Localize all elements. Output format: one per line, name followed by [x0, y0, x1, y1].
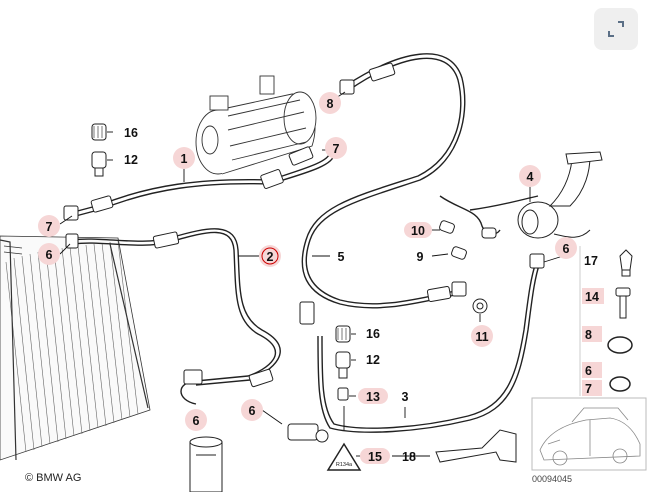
callout-7-top[interactable]: 7 — [325, 137, 347, 159]
valve-core-icon — [619, 249, 633, 277]
svg-text:10: 10 — [411, 224, 425, 238]
svg-text:9: 9 — [417, 250, 424, 264]
callout-11[interactable]: 11 — [471, 325, 493, 347]
callout-12-middle[interactable]: 12 — [366, 353, 380, 367]
callout-9[interactable]: 9 — [417, 250, 424, 264]
svg-text:2: 2 — [267, 250, 274, 264]
callout-16-middle[interactable]: 16 — [366, 327, 380, 341]
legend-item-17[interactable]: 17 — [584, 249, 633, 277]
callout-18[interactable]: 18 — [402, 450, 416, 464]
expand-diagonal-icon — [608, 21, 624, 37]
legend-item-6[interactable]: 6 — [582, 362, 602, 378]
svg-text:14: 14 — [585, 290, 599, 304]
legend-item-7[interactable]: 7 — [582, 376, 631, 396]
callout-6-drier[interactable]: 6 — [185, 409, 207, 431]
svg-text:13: 13 — [366, 390, 380, 404]
callout-13[interactable]: 13 — [358, 388, 388, 404]
expansion-valve — [517, 151, 603, 239]
callout-6-right[interactable]: 6 — [555, 237, 577, 259]
svg-text:7: 7 — [585, 382, 592, 396]
svg-text:5: 5 — [338, 250, 345, 264]
callout-10[interactable]: 10 — [404, 222, 432, 238]
callout-2[interactable]: 2 — [259, 245, 281, 267]
receiver-drier — [189, 436, 223, 492]
svg-text:6: 6 — [249, 404, 256, 418]
svg-text:16: 16 — [366, 327, 380, 341]
condenser — [0, 235, 151, 461]
callout-6-bottom[interactable]: 6 — [241, 399, 263, 421]
svg-text:6: 6 — [193, 414, 200, 428]
legend-item-8[interactable]: 8 — [582, 326, 633, 354]
callout-8[interactable]: 8 — [319, 92, 341, 114]
svg-text:7: 7 — [46, 220, 53, 234]
svg-text:6: 6 — [46, 248, 53, 262]
pipes — [69, 53, 541, 433]
callout-16-left[interactable]: 16 — [124, 126, 138, 140]
small-fittings — [439, 220, 497, 314]
callout-4[interactable]: 4 — [519, 165, 541, 187]
o-ring-icon — [607, 336, 633, 354]
svg-text:18: 18 — [402, 450, 416, 464]
service-caps-left — [91, 123, 107, 177]
svg-text:8: 8 — [327, 97, 334, 111]
svg-text:11: 11 — [475, 330, 488, 344]
callout-7-left[interactable]: 7 — [38, 215, 60, 237]
expand-button[interactable] — [594, 8, 638, 50]
callout-6-left[interactable]: 6 — [38, 243, 60, 265]
svg-text:8: 8 — [585, 328, 592, 342]
svg-text:16: 16 — [124, 126, 138, 140]
callout-5[interactable]: 5 — [330, 245, 352, 267]
callout-1[interactable]: 1 — [173, 147, 195, 169]
compressor — [195, 75, 317, 175]
svg-text:12: 12 — [124, 153, 138, 167]
callout-15[interactable]: 15 — [360, 448, 390, 464]
copyright-text: © BMW AG — [25, 472, 82, 484]
o-ring-small-icon — [609, 376, 631, 392]
image-number: 00094045 — [532, 474, 573, 484]
svg-text:15: 15 — [368, 450, 382, 464]
svg-text:17: 17 — [584, 254, 598, 268]
warning-label-text: R134a — [336, 462, 353, 468]
svg-text:6: 6 — [563, 242, 570, 256]
service-caps-middle — [335, 325, 351, 401]
legend-column: 17 14 8 6 7 — [579, 246, 633, 396]
svg-text:1: 1 — [181, 152, 188, 166]
svg-text:6: 6 — [585, 364, 592, 378]
svg-text:4: 4 — [527, 170, 534, 184]
svg-text:7: 7 — [333, 142, 340, 156]
bolt-icon — [615, 287, 631, 319]
svg-text:3: 3 — [402, 390, 409, 404]
callout-3[interactable]: 3 — [394, 385, 416, 407]
callout-12-left[interactable]: 12 — [124, 153, 138, 167]
bracket — [435, 429, 517, 463]
svg-text:12: 12 — [366, 353, 380, 367]
legend-item-14[interactable]: 14 — [582, 287, 631, 319]
vehicle-thumbnail — [531, 397, 647, 471]
warning-label: R134a — [326, 442, 362, 471]
